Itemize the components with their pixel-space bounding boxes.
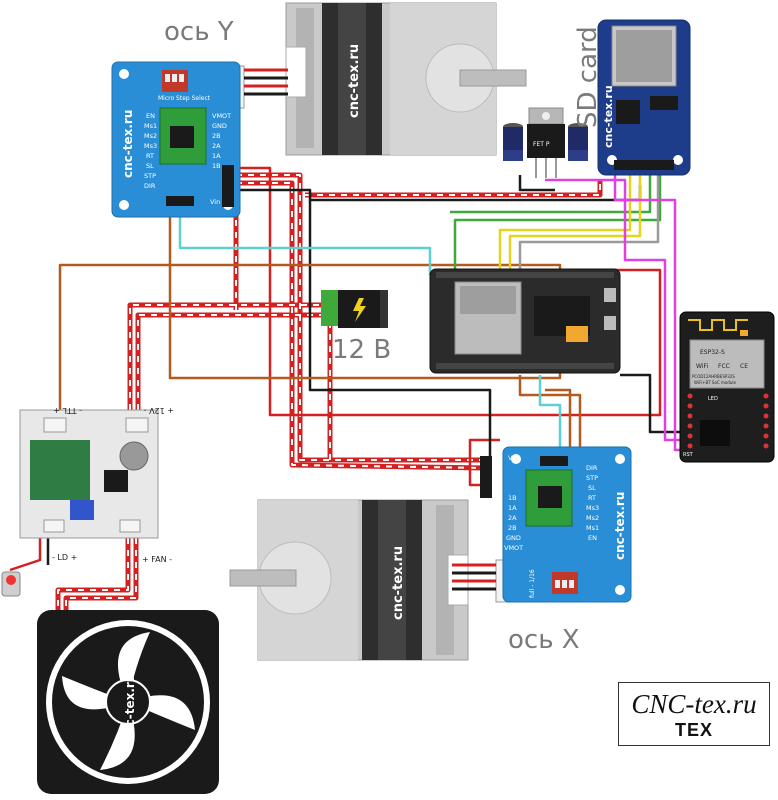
- driver-y-pin-ms1: Ms1: [144, 122, 157, 130]
- motor-y-watermark: cnc-tex.ru: [347, 44, 362, 118]
- driver-x-pin-ms3: Ms3: [586, 504, 599, 512]
- brand-logo-sub: TEX: [674, 720, 713, 740]
- brand-logo: CNC-tex.ru TEX: [618, 682, 770, 746]
- driver-y-pin-1b: 1B: [212, 162, 221, 170]
- esp32cam-model: PCOD12AHRBESP32S: [692, 374, 735, 379]
- driver-y-pin-vin: Vin: [210, 198, 220, 206]
- wire-red-laser-ld: [9, 538, 42, 572]
- driver-y-pin-en: EN: [146, 112, 155, 120]
- wires: [9, 166, 700, 612]
- wire-yellow-sd-b: [508, 172, 642, 275]
- fet-label: FET P: [533, 141, 550, 148]
- wire-black-esp-gnd: [308, 200, 492, 475]
- wire-cyan-xdriver: [538, 375, 562, 470]
- motor-x-watermark: cnc-tex.ru: [391, 546, 406, 620]
- driver-x-pin-1b: 1B: [508, 494, 517, 502]
- label-axis-x: ось X: [508, 625, 580, 655]
- driver-x-switch-caption: full - 1/16: [529, 569, 536, 598]
- label-sd-card: SD card: [573, 26, 603, 128]
- driver-y-pin-stp: STP: [144, 172, 156, 180]
- driver-x-pin-2b: 2B: [508, 524, 517, 532]
- wire-brown-xdriver-b: [545, 388, 572, 470]
- wire-12v-laser: [127, 302, 330, 410]
- wire-cyan-ydriver: [178, 205, 432, 275]
- driver-x-watermark: cnc-tex.ru: [613, 492, 627, 560]
- driver-y-pin-ms2: Ms2: [144, 132, 157, 140]
- wire-fan-a-dash: [57, 538, 129, 612]
- wire-black-fet: [518, 175, 555, 192]
- driver-y-pin-2a: 2A: [212, 142, 221, 150]
- driver-y-pin-dir: DIR: [144, 182, 156, 190]
- driver-x-pin-dir: DIR: [586, 464, 598, 472]
- driver-x-pin-rt: RT: [588, 494, 596, 502]
- sd-card-module: cnc-tex.ru: [597, 19, 691, 176]
- driver-x-pin-ms2: Ms2: [586, 514, 599, 522]
- wire-12v-main-b-dash: [236, 182, 486, 469]
- driver-board-y: Micro Step Select cnc-tex.ru EN Ms1 Ms2 …: [111, 61, 241, 218]
- wire-brown-esp: [168, 205, 562, 380]
- driver-x-pin-gnd: GND: [506, 534, 521, 542]
- wire-grey-sd: [518, 172, 660, 275]
- driver-x-pin-stp: STP: [586, 474, 598, 482]
- driver-y-pin-1a: 1A: [212, 152, 221, 160]
- driver-y-pin-ms3: Ms3: [144, 142, 157, 150]
- driver-x-pin-ms1: Ms1: [586, 524, 599, 532]
- power-jack: [321, 290, 388, 328]
- wire-green-sd-b: [450, 172, 652, 214]
- cooling-fan: cnc-tex.ru: [37, 610, 219, 794]
- driver-y-pin-gnd: GND: [212, 122, 227, 130]
- driver-y-watermark: cnc-tex.ru: [121, 110, 135, 178]
- driver-x-pin-vin: Vin: [508, 454, 518, 462]
- driver-y-pin-sl: SL: [146, 162, 154, 170]
- driver-x-pin-1a: 1A: [508, 504, 517, 512]
- driver-y-pin-2b: 2B: [212, 132, 221, 140]
- esp32cam-subtitle: WiFi+BT SoC module: [694, 380, 736, 385]
- esp32cam-ce: CE: [740, 363, 748, 370]
- wire-magenta-cam: [545, 178, 700, 442]
- wire-red-xdriver: [468, 438, 500, 487]
- esp32cam-fcc: FCC: [718, 363, 730, 370]
- esp32cam-title: ESP32-S: [700, 349, 725, 356]
- esp32cam-led: LED: [708, 396, 718, 402]
- brand-logo-main: CNC-tex.ru: [631, 689, 757, 719]
- label-power-12v: 12 В: [332, 335, 391, 365]
- esp32cam-rst: RST: [683, 452, 694, 458]
- wire-fan-b-dash: [65, 538, 137, 612]
- driver-y-pin-rt: RT: [146, 152, 154, 160]
- laser-diode: [1, 571, 21, 597]
- laser-driver-board: - TTL + + 12V - - LD + + FAN -: [19, 406, 174, 564]
- laser-ttl-label: - TTL +: [53, 406, 82, 415]
- esp32-board: [429, 268, 621, 374]
- wire-12v-fet-dash: [305, 180, 601, 196]
- laser-12v-label: + 12V -: [144, 406, 174, 415]
- driver-x-pin-vmot: VMOT: [504, 544, 523, 552]
- fan-watermark: cnc-tex.ru: [123, 674, 137, 742]
- stepper-motor-x: cnc-tex.ru: [229, 499, 469, 661]
- fet-module: FET P: [503, 107, 588, 178]
- wire-12v-fet: [305, 180, 603, 198]
- driver-y-pin-vmot: VMOT: [212, 112, 231, 120]
- wire-brown-xdriver: [518, 375, 582, 470]
- esp32-cam-board: ESP32-S WiFi FCC CE PCOD12AHRBESP32S WiF…: [679, 311, 775, 463]
- wire-12v-laser-b: [135, 312, 330, 410]
- driver-y-switch-title: Micro Step Select: [158, 95, 211, 102]
- label-axis-y: ось Y: [164, 17, 234, 47]
- stepper-motor-y: cnc-tex.ru: [285, 2, 527, 156]
- esp32cam-wifi: WiFi: [696, 363, 708, 370]
- wire-12v-main-a-dash: [236, 174, 485, 461]
- laser-ld-label: - LD +: [52, 553, 77, 562]
- driver-x-pin-en: EN: [588, 534, 597, 542]
- wire-green-sd: [453, 172, 662, 275]
- driver-x-pin-sl: SL: [588, 484, 596, 492]
- laser-fan-label: + FAN -: [142, 555, 172, 564]
- driver-board-x: full - 1/16 cnc-tex.ru DIR STP SL RT Ms3…: [480, 446, 632, 603]
- sd-watermark: cnc-tex.ru: [602, 85, 615, 148]
- driver-x-pin-2a: 2A: [508, 514, 517, 522]
- wire-red-ydriver-esp: [236, 166, 662, 417]
